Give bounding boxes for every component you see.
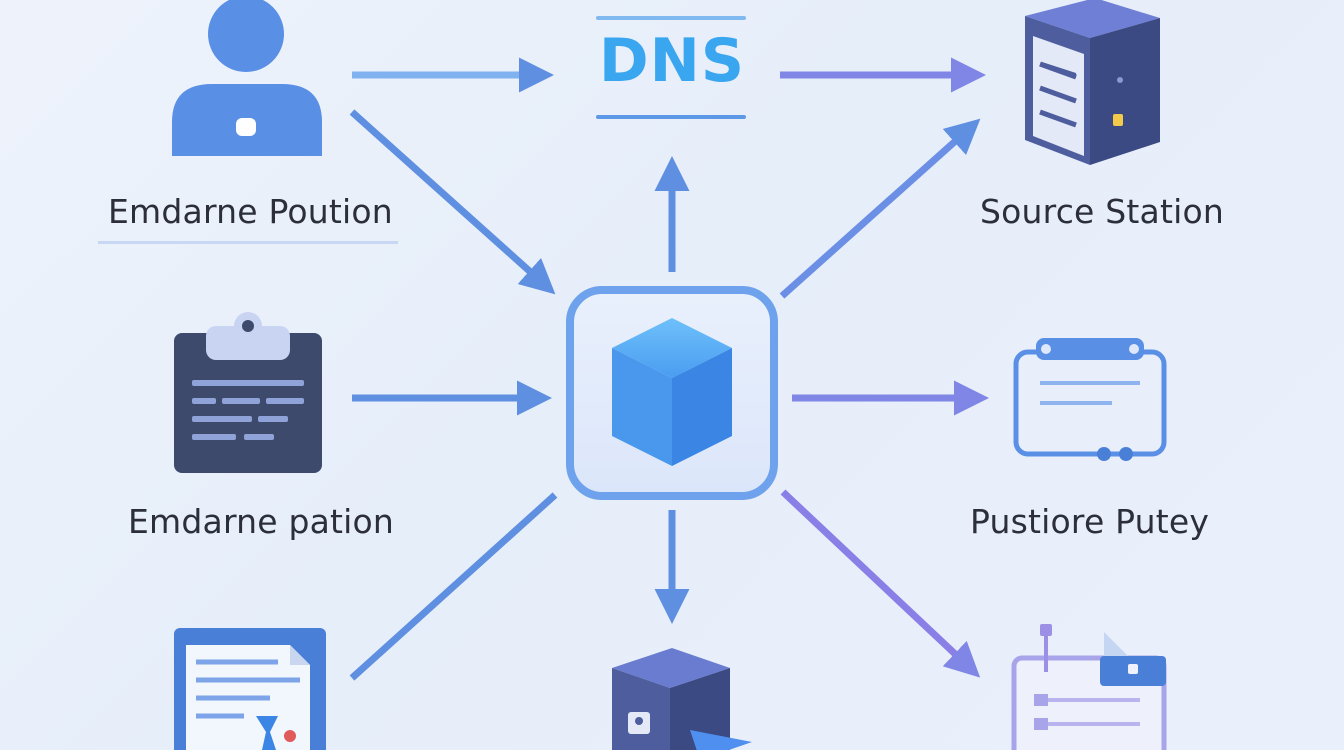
pustiore-label: Pustiore Putey — [970, 502, 1210, 541]
server-bottom-icon — [612, 648, 752, 750]
arrow-hub-to-source — [779, 118, 981, 299]
cube-icon — [612, 318, 732, 466]
document-icon — [174, 628, 326, 750]
hub-node — [566, 286, 778, 500]
arrow-user-to-hub — [349, 109, 556, 295]
arrow-hub-to-document — [349, 492, 558, 681]
window-icon — [1013, 338, 1167, 461]
source-station-label: Source Station — [980, 192, 1224, 231]
form-icon — [1011, 624, 1167, 750]
server-icon — [1025, 0, 1160, 165]
user-label: Emdarne Poution — [108, 192, 393, 231]
dns-top-rule — [596, 16, 746, 20]
arrows — [349, 57, 989, 681]
dns-bottom-rule — [596, 115, 746, 119]
dns-label: DNS — [598, 26, 746, 96]
clipboard-label: Emdarne pation — [128, 502, 395, 541]
user-label-underline — [98, 241, 398, 244]
arrow-hub-to-form — [780, 489, 981, 678]
user-icon — [172, 0, 322, 156]
clipboard-icon — [174, 312, 322, 473]
